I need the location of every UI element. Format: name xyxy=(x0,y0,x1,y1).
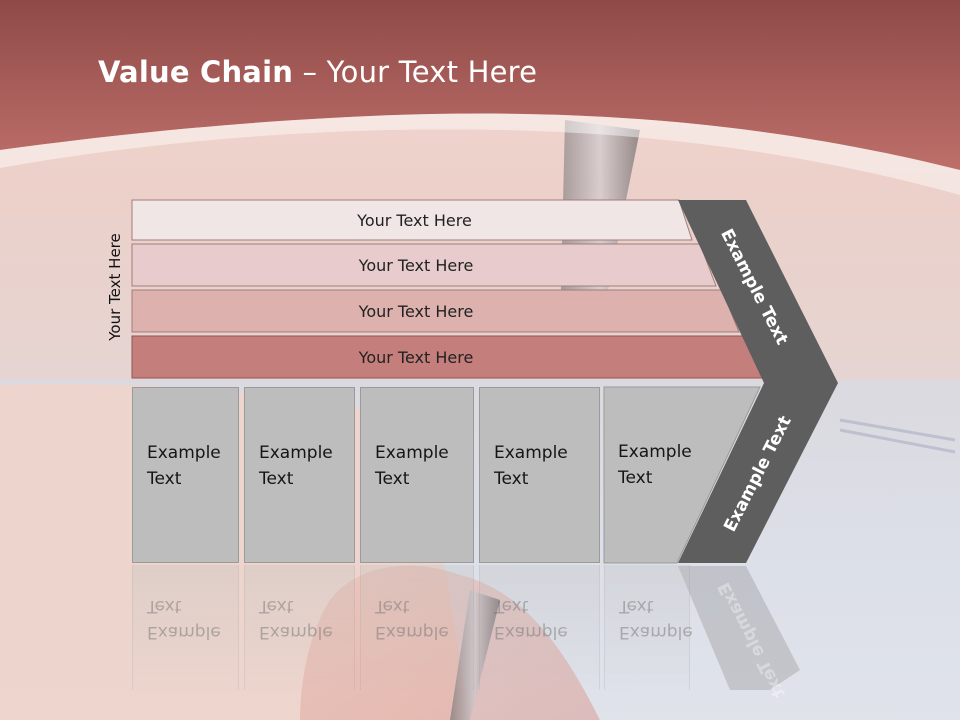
title-rest: – Your Text Here xyxy=(293,55,538,89)
box-3-reflection-line2: Text xyxy=(375,596,410,616)
box-3: Example Text xyxy=(360,387,474,563)
box-5-reflection: Example Text xyxy=(604,565,693,690)
bar-2-shape xyxy=(131,243,717,287)
box-3-line2: Text xyxy=(375,469,410,489)
box-4: Example Text xyxy=(479,387,600,563)
slide-title: Value Chain – Your Text Here xyxy=(98,55,537,89)
box-5-line1: Example xyxy=(618,442,692,462)
box-3-reflection-line1: Example xyxy=(375,622,449,642)
box-4-line2: Text xyxy=(494,469,529,489)
box-5-line2: Text xyxy=(618,468,653,488)
bar-3-shape xyxy=(131,289,740,333)
box-2-line2: Text xyxy=(259,469,294,489)
bar-1: Your Text Here xyxy=(132,200,697,240)
box-4-reflection-line1: Example xyxy=(494,622,568,642)
title-bold: Value Chain xyxy=(98,55,294,89)
box-2-reflection-line1: Example xyxy=(259,622,333,642)
box-1: Example Text xyxy=(132,387,239,563)
box-3-line1: Example xyxy=(375,443,449,463)
box-2-reflection: Example Text xyxy=(244,565,355,690)
box-3-reflection: Example Text xyxy=(360,565,474,690)
box-4-reflection: Example Text xyxy=(479,565,600,690)
box-1-line2: Text xyxy=(147,469,182,489)
bar-2: Your Text Here xyxy=(132,244,700,286)
bar-3: Your Text Here xyxy=(132,290,700,332)
bar-3-label: Your Text Here xyxy=(358,301,474,321)
box-1-reflection-line1: Example xyxy=(147,622,221,642)
chevron-reflection xyxy=(678,566,800,690)
box-5: Example Text xyxy=(604,387,692,563)
bar-2-label: Your Text Here xyxy=(358,255,474,275)
box-5-reflection-line2: Text xyxy=(619,596,654,616)
box-5-shape xyxy=(603,386,761,564)
box-4-reflection-line2: Text xyxy=(494,596,529,616)
box-1-reflection: Example Text xyxy=(132,565,239,690)
box-1-line1: Example xyxy=(147,443,221,463)
box-2: Example Text xyxy=(244,387,355,563)
box-1-reflection-line2: Text xyxy=(147,596,182,616)
bar-1-label: Your Text Here xyxy=(357,210,472,230)
title-band xyxy=(0,0,960,195)
bar-4: Your Text Here xyxy=(132,336,700,378)
bar-4-label: Your Text Here xyxy=(358,347,474,367)
box-5-reflection-line1: Example xyxy=(619,622,693,642)
chevron-shape xyxy=(678,200,838,563)
bar-1-shape xyxy=(131,199,693,241)
box-2-line1: Example xyxy=(259,443,333,463)
box-2-reflection-line2: Text xyxy=(259,596,294,616)
box-4-line1: Example xyxy=(494,443,568,463)
